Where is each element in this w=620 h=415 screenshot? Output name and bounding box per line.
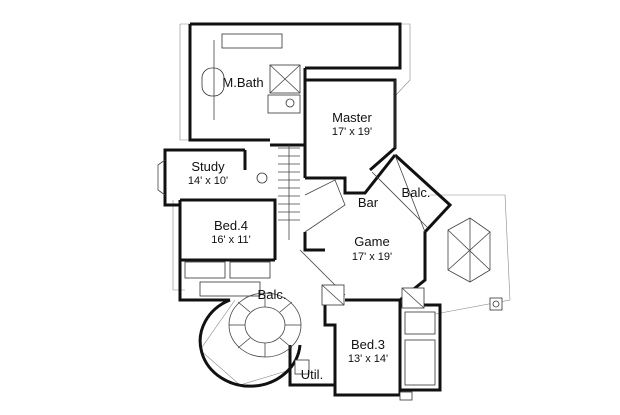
bed4-size: 16' x 11'	[211, 234, 250, 246]
spiral-stair	[228, 292, 302, 358]
bed3-label: Bed.3	[351, 337, 385, 352]
util-label: Util.	[301, 367, 323, 382]
balc-label-lower: Balc.	[258, 287, 287, 302]
game-label: Game	[354, 234, 389, 249]
room-labels: M.Bath Master 17' x 19' Study 14' x 10' …	[188, 75, 431, 382]
game-size: 17' x 19'	[352, 251, 392, 263]
master-label: Master	[332, 110, 372, 125]
gazebo	[447, 217, 503, 311]
bed4-label: Bed.4	[214, 218, 248, 233]
study-size: 14' x 10'	[188, 175, 228, 187]
study-label: Study	[191, 159, 225, 174]
mbath-label: M.Bath	[222, 75, 263, 90]
bar-label: Bar	[358, 195, 379, 210]
hall-stairs	[278, 145, 300, 240]
master-size: 17' x 19'	[332, 126, 372, 138]
interior-details	[157, 33, 503, 401]
balc-label-upper: Balc.	[402, 185, 431, 200]
bed3-size: 13' x 14'	[348, 353, 388, 365]
